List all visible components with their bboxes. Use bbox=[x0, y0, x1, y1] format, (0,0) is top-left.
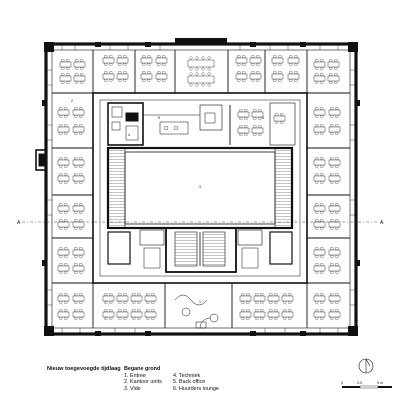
legend-item: 1. Entree bbox=[124, 372, 146, 379]
section-mark-west: A bbox=[17, 220, 21, 226]
legend-item: 2. Kantoor units bbox=[124, 379, 162, 386]
service-block-north bbox=[107, 102, 296, 146]
legend-item: 5. Back office bbox=[173, 379, 206, 386]
furniture-north bbox=[59, 55, 340, 87]
legend-column-1: Begane grond 1. Entree 2. Kantoor units … bbox=[124, 366, 162, 392]
section-mark-east: A bbox=[380, 220, 384, 226]
office-units-north bbox=[52, 50, 350, 94]
room-number-techniek: 4 bbox=[128, 133, 130, 137]
scale-bar: 0 2.5 5 m bbox=[341, 381, 392, 389]
room-number-lounge: 6 bbox=[262, 116, 264, 120]
floor-name: Begane grond bbox=[124, 366, 161, 372]
corridor-walls bbox=[92, 92, 308, 284]
core bbox=[107, 227, 293, 273]
north-arrow-icon bbox=[358, 358, 374, 374]
entrance-hall bbox=[174, 294, 219, 329]
scale-label-mid: 2.5 bbox=[357, 381, 362, 385]
legend-item: 4. Techniek bbox=[173, 372, 201, 379]
room-number-back-office: 5 bbox=[158, 116, 160, 120]
entrance-porch bbox=[35, 149, 47, 171]
scale-label-0: 0 bbox=[341, 381, 343, 385]
legend-item: 3. Vide bbox=[124, 385, 141, 392]
pilasters bbox=[42, 38, 360, 336]
legend-column-2: 4. Techniek 5. Back office 6. Huurders l… bbox=[173, 366, 219, 392]
room-number-vide: 3 bbox=[199, 185, 201, 189]
furniture-west bbox=[57, 107, 85, 274]
facade-windows bbox=[46, 44, 356, 334]
furniture-south bbox=[57, 293, 341, 320]
office-units-side bbox=[52, 147, 350, 328]
drawing-title: Nieuw toegevoegde tijdlaag bbox=[47, 366, 121, 372]
legend-item: 6. Huurders lounge bbox=[173, 385, 219, 392]
room-number-entree: 1 bbox=[199, 300, 201, 304]
room-number-kantoor: 2 bbox=[71, 99, 73, 103]
furniture-east bbox=[313, 107, 341, 274]
scale-label-end: 5 m bbox=[377, 381, 383, 385]
